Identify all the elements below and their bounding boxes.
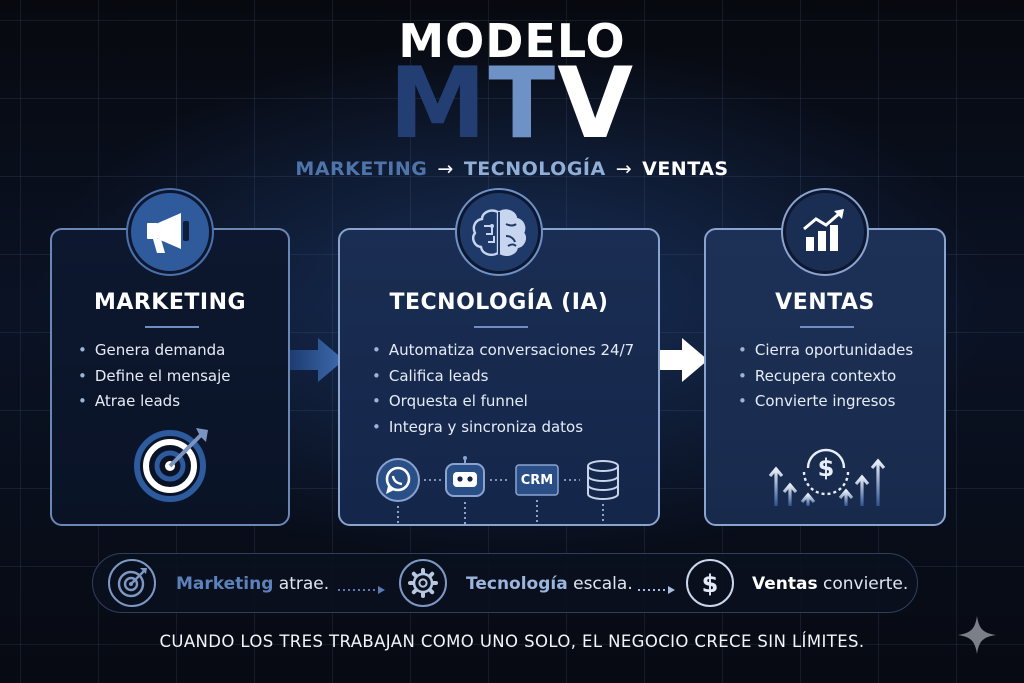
card-title-marketing: MARKETING [93,290,247,315]
bullet-item: Cierra oportunidades [738,338,913,364]
bullet-item: Califica leads [372,364,634,390]
title-top: MODELO [398,14,626,68]
dotted-arrow [338,586,385,594]
growth-chart-badge [783,190,867,274]
flow-step-tecnologia: TECNOLOGÍA [463,158,606,180]
megaphone-icon [147,213,189,253]
summary-rest: escala. [567,574,633,594]
title-letter-m: M [388,47,489,161]
sparkle-icon [958,616,996,654]
card-ventas: VENTAS Cierra oportunidades Recupera con… [704,228,946,526]
bullet-item: Genera demanda [78,338,231,364]
summary-rest: atrae. [273,574,330,594]
title-letter-t: T [488,47,558,161]
title-main: MTV [0,54,1024,154]
crm-label: CRM [520,473,554,488]
gear-icon [408,568,438,598]
robot-icon [445,456,485,497]
bullet-item: Atrae leads [78,389,231,415]
card-title-tecnologia: TECNOLOGÍA (IA) [389,290,609,315]
dollar-growth-icon: $ [768,448,886,506]
card-divider [145,326,199,328]
title-letter-v: V [557,47,636,161]
bullet-item: Integra y sincroniza datos [372,415,634,441]
flow-subtitle: MARKETING → TECNOLOGÍA → VENTAS [0,158,1024,180]
brain-icon [472,209,526,256]
summary-icon-marketing [108,559,156,607]
dollar-icon: $ [702,570,719,598]
summary-icon-tecnologia [399,559,447,607]
card-divider [800,326,854,328]
summary-strong: Tecnología [466,574,568,594]
target-icon [134,428,208,502]
bullet-item: Recupera contexto [738,364,913,390]
summary-icon-ventas: $ [686,559,734,607]
card-marketing: MARKETING Genera demanda Define el mensa… [50,228,290,526]
bullet-list-marketing: Genera demanda Define el mensaje Atrae l… [78,338,231,415]
card-title-ventas: VENTAS [775,290,875,315]
integrations-row [376,456,619,524]
flow-arrow-1: → [437,158,454,180]
summary-strong: Ventas [752,574,818,594]
bullet-list-ventas: Cierra oportunidades Recupera contexto C… [738,338,913,415]
summary-rest: convierte. [817,574,909,594]
arrow-tecnologia-to-ventas [658,338,708,382]
flow-step-marketing: MARKETING [295,158,428,180]
flow-step-ventas: VENTAS [642,158,729,180]
bullet-list-tecnologia: Automatiza conversaciones 24/7 Califica … [372,338,634,440]
growth-chart-icon [803,209,844,251]
card-divider [474,326,528,328]
bullet-item: Convierte ingresos [738,389,913,415]
card-tecnologia: TECNOLOGÍA (IA) Automatiza conversacione… [338,228,660,526]
brain-badge [457,190,541,274]
bullet-item: Orquesta el funnel [372,389,634,415]
svg-text:$: $ [818,454,835,482]
target-icon [117,568,147,598]
svg-text:$: $ [702,570,719,598]
tagline: CUANDO LOS TRES TRABAJAN COMO UNO SOLO, … [159,632,865,651]
arrow-marketing-to-tecnologia [288,338,344,382]
summary-tecnologia: Tecnología escala. [466,574,633,594]
database-icon [587,460,619,500]
whatsapp-icon [376,458,420,502]
flow-arrow-2: → [615,158,633,180]
summary-strong: Marketing [176,574,274,594]
bullet-item: Define el mensaje [78,364,231,390]
megaphone-badge [128,190,212,274]
summary-ventas: Ventas convierte. [752,574,908,594]
bullet-item: Automatiza conversaciones 24/7 [372,338,634,364]
summary-bar [92,553,918,613]
dotted-arrow [638,586,675,594]
crm-box [515,464,559,496]
summary-marketing: Marketing atrae. [176,574,329,594]
